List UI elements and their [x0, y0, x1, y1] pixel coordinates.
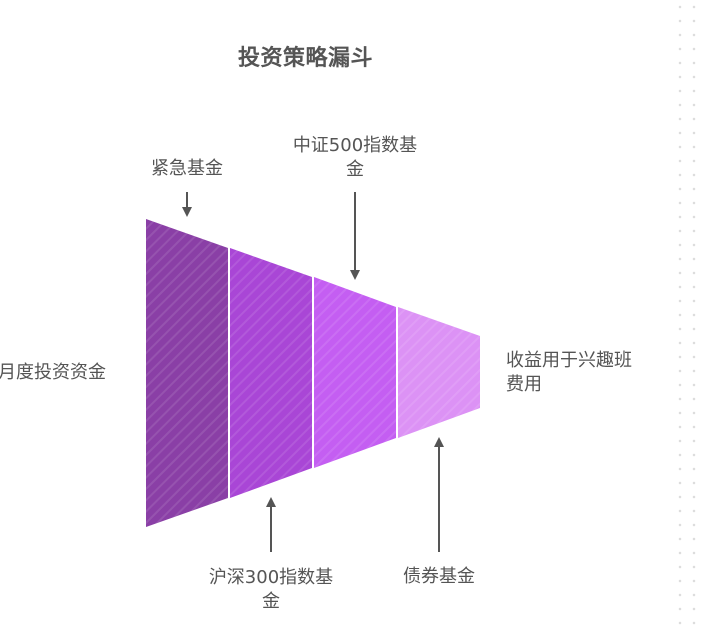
diagram-title: 投资策略漏斗 — [238, 46, 374, 71]
callout-hs300-fund-line2: 金 — [262, 591, 280, 612]
callout-emergency-fund: 紧急基金 — [127, 157, 247, 181]
callout-emergency-fund-line1: 紧急基金 — [151, 158, 223, 179]
callout-hs300-fund-line1: 沪深300指数基 — [208, 567, 334, 588]
output-label: 收益用于兴趣班 费用 — [506, 349, 632, 397]
callout-bond-fund: 债券基金 — [379, 565, 499, 589]
callout-bond-fund-line1: 债券基金 — [403, 566, 475, 587]
output-label-line1: 收益用于兴趣班 — [506, 350, 632, 371]
dot-grid-decoration — [673, 0, 705, 634]
callout-zz500-fund-line2: 金 — [346, 159, 364, 180]
output-label-line2: 费用 — [506, 374, 542, 395]
funnel-hatch-overlay — [146, 219, 228, 527]
funnel-hatch-overlay — [314, 277, 396, 468]
callout-zz500-fund: 中证500指数基 金 — [270, 134, 440, 182]
callout-hs300-fund: 沪深300指数基 金 — [186, 566, 356, 614]
funnel-hatch-overlay — [230, 248, 312, 498]
funnel-hatch-overlay — [398, 307, 480, 438]
callout-zz500-fund-line1: 中证500指数基 — [292, 135, 418, 156]
input-label: 月度投资资金 — [0, 362, 106, 383]
